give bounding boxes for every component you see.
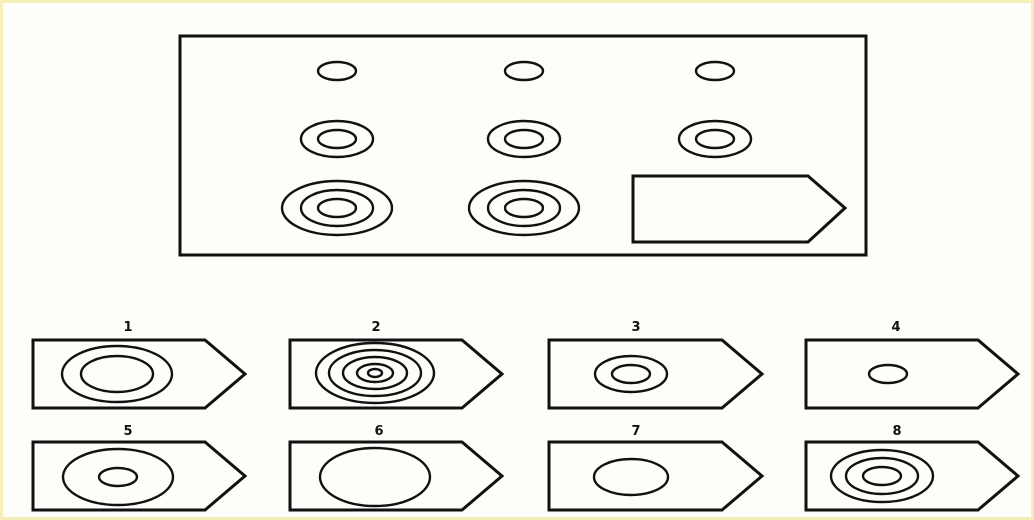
- matrix-cell-r3c1: [280, 179, 394, 237]
- option-1[interactable]: 1: [31, 320, 248, 410]
- option-6[interactable]: 6: [288, 424, 505, 512]
- answer-options: 1 2 3 4 5: [31, 320, 1021, 512]
- matrix-cell-r1c3: [694, 60, 736, 82]
- matrix-cell-r2c2: [486, 119, 562, 159]
- option-5[interactable]: 5: [31, 424, 248, 512]
- matrix-cell-r1c1: [316, 60, 358, 82]
- option-2[interactable]: 2: [288, 320, 505, 410]
- option-number: 5: [123, 424, 132, 439]
- option-number: 8: [892, 424, 901, 439]
- missing-cell-placeholder: [631, 174, 848, 244]
- option-number: 4: [891, 320, 900, 335]
- option-3[interactable]: 3: [547, 320, 765, 410]
- option-number: 3: [631, 320, 640, 335]
- matrix-cell-r2c1: [299, 119, 375, 159]
- option-number: 6: [374, 424, 383, 439]
- option-number: 7: [631, 424, 640, 439]
- option-number: 1: [123, 320, 132, 335]
- option-8[interactable]: 8: [804, 424, 1021, 512]
- question-matrix: [178, 34, 868, 257]
- matrix-border: [178, 34, 868, 257]
- option-4[interactable]: 4: [804, 320, 1021, 410]
- option-7[interactable]: 7: [547, 424, 765, 512]
- matrix-cell-r3c2: [467, 179, 581, 237]
- matrix-cell-r1c2: [503, 60, 545, 82]
- option-number: 2: [371, 320, 380, 335]
- matrix-cell-r2c3: [677, 119, 753, 159]
